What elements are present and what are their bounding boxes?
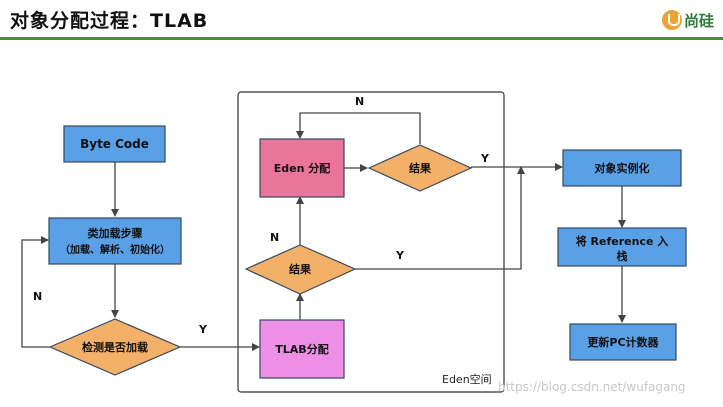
- edge-lower-yes: [355, 166, 525, 270]
- node-update-pc-label: 更新PC计数器: [587, 335, 659, 349]
- connectors: [21, 112, 626, 351]
- eden-region-label: Eden空间: [442, 372, 492, 386]
- label-upper-no: N: [355, 95, 364, 108]
- edge-check-no: [21, 236, 50, 348]
- label-lower-yes: Y: [395, 249, 405, 262]
- slide-title: 对象分配过程：TLAB: [10, 10, 209, 32]
- node-eden-allocate-label: Eden 分配: [274, 161, 331, 175]
- slide-header: 对象分配过程：TLAB 尚硅: [0, 0, 723, 40]
- node-push-reference-line1: 将 Reference 入: [576, 234, 669, 248]
- node-byte-code-label: Byte Code: [80, 137, 149, 151]
- node-result-upper-label: 结果: [408, 161, 431, 175]
- csdn-watermark: https://blog.csdn.net/wufagang: [498, 380, 686, 394]
- edge-upper-no: [296, 112, 421, 144]
- node-push-reference-line2: 栈: [617, 249, 628, 263]
- node-class-loading: 类加载步骤 （加载、解析、初始化）: [48, 217, 182, 265]
- header-divider: [0, 37, 723, 40]
- node-update-pc: 更新PC计数器: [569, 323, 677, 361]
- node-eden-allocate: Eden 分配: [259, 138, 345, 198]
- node-tlab-allocate: TLAB分配: [259, 319, 345, 379]
- brand-logo: 尚硅: [662, 8, 714, 32]
- node-class-loading-line2: （加载、解析、初始化）: [60, 243, 170, 256]
- node-instantiate-label: 对象实例化: [595, 161, 650, 175]
- node-instantiate: 对象实例化: [562, 149, 682, 187]
- node-class-loading-line1: 类加载步骤: [88, 226, 143, 240]
- brand-logo-text: 尚硅: [684, 11, 715, 30]
- node-check-loaded-label: 检测是否加载: [82, 340, 148, 354]
- node-result-lower-label: 结果: [288, 262, 311, 276]
- node-check-loaded: 检测是否加载: [48, 318, 182, 376]
- eden-region: [237, 91, 505, 393]
- label-check-no: N: [33, 290, 42, 303]
- node-push-reference: 将 Reference 入 栈: [557, 227, 687, 267]
- node-result-upper: 结果: [367, 144, 473, 192]
- node-byte-code: Byte Code: [63, 125, 166, 163]
- brand-logo-icon: [662, 10, 682, 30]
- label-lower-no: N: [270, 231, 279, 244]
- label-check-yes: Y: [198, 323, 208, 336]
- node-tlab-allocate-label: TLAB分配: [275, 342, 328, 356]
- node-result-lower: 结果: [244, 244, 357, 295]
- label-upper-yes: Y: [480, 152, 490, 165]
